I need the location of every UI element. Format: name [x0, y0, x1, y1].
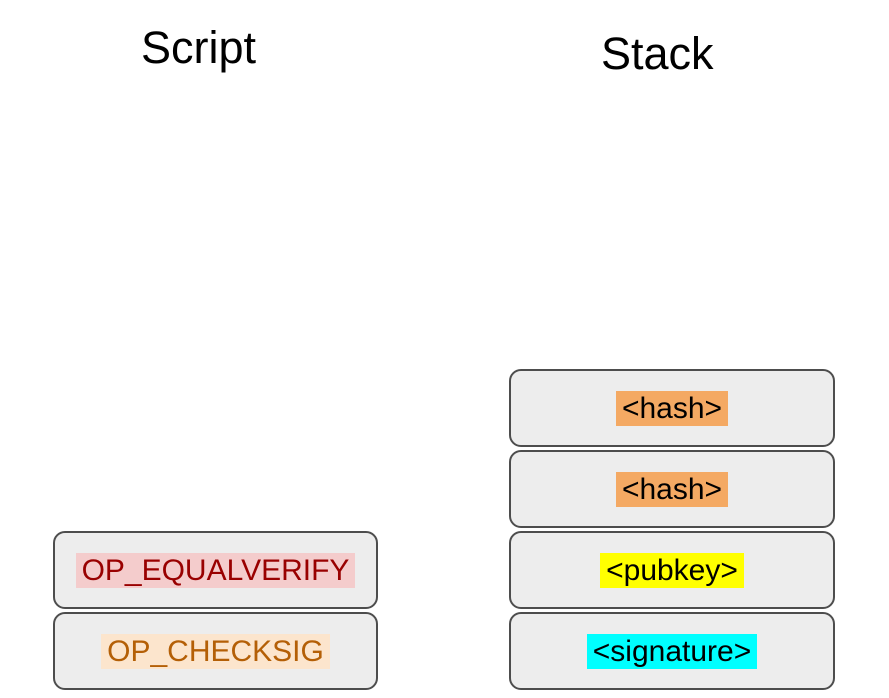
script-op-checksig-label: OP_CHECKSIG: [101, 633, 330, 669]
stack-item-signature-box: <signature>: [509, 612, 835, 690]
script-op-equalverify-box: OP_EQUALVERIFY: [53, 531, 378, 609]
script-op-checksig-box: OP_CHECKSIG: [53, 612, 378, 690]
stack-item-signature-label: <signature>: [586, 633, 758, 669]
script-op-equalverify-label: OP_EQUALVERIFY: [75, 552, 356, 588]
stack-item-hash-2-label: <hash>: [615, 471, 729, 507]
stack-column-title: Stack: [601, 28, 714, 79]
stack-item-hash-1-label: <hash>: [615, 390, 729, 426]
stack-item-pubkey-box: <pubkey>: [509, 531, 835, 609]
stack-item-hash-2-box: <hash>: [509, 450, 835, 528]
stack-item-hash-1-box: <hash>: [509, 369, 835, 447]
stack-item-pubkey-label: <pubkey>: [600, 552, 744, 588]
script-column-title: Script: [141, 22, 257, 73]
